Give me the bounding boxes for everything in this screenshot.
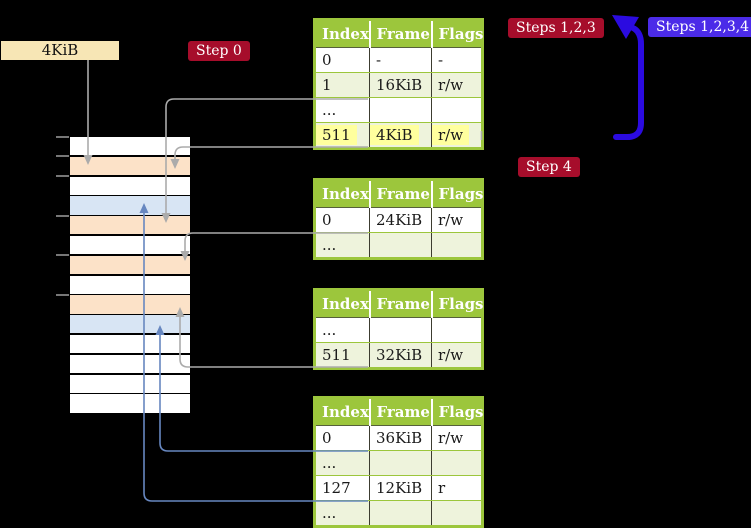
memory-row: [70, 216, 190, 235]
cell-flags: r/w: [431, 207, 483, 233]
cell-flags: r/w: [431, 425, 483, 451]
cell-frame: 4KiB: [369, 122, 432, 149]
memory-row: [70, 176, 190, 195]
col-header-index: Index: [314, 179, 371, 208]
table-row: 0 24KiB r/w: [314, 207, 483, 233]
cell-index: 511: [314, 342, 370, 369]
cell-flags: [431, 317, 483, 343]
badge-step-4: Step 4: [518, 157, 580, 177]
cell-flags: -: [431, 47, 483, 73]
cell-frame: [369, 97, 432, 123]
memory-row: [70, 275, 190, 294]
page-table-level3: Index Frame Flags 0 24KiB r/w ...: [313, 178, 484, 260]
axis-tick: [56, 214, 69, 217]
page-table-level1: Index Frame Flags 0 36KiB r/w ... 127 12…: [313, 396, 484, 528]
cell-frame: [369, 232, 432, 259]
cell-frame: [369, 317, 432, 343]
memory-row: [70, 236, 190, 255]
cell-frame: 32KiB: [369, 342, 432, 369]
badge-steps-123: Steps 1,2,3: [508, 18, 604, 38]
cell-index: ...: [314, 500, 370, 527]
cell-flags: r/w: [431, 122, 483, 149]
memory-row: [70, 335, 190, 354]
table-row: ...: [314, 232, 483, 259]
table-row: 127 12KiB r: [314, 475, 483, 501]
memory-row: [70, 315, 190, 334]
axis-tick: [56, 254, 69, 257]
badge-steps-1234: Steps 1,2,3,4: [648, 17, 751, 37]
cell-index: ...: [314, 450, 370, 476]
table-row-highlighted: 511 4KiB r/w: [314, 122, 483, 149]
col-header-index: Index: [314, 289, 371, 318]
memory-row: [70, 354, 190, 373]
arrow-l4entry511-to-frame: [170, 146, 368, 169]
cell-flags: [431, 232, 483, 259]
memory-row: [70, 255, 190, 274]
highlight: 4KiB: [370, 125, 419, 145]
page-table-level2: Index Frame Flags ... 511 32KiB r/w: [313, 288, 484, 370]
col-header-frame: Frame: [369, 179, 433, 208]
cell-index: 511: [314, 122, 370, 149]
cell-flags: [431, 500, 483, 527]
cell-flags: r/w: [431, 342, 483, 369]
cell-frame: 16KiB: [369, 72, 432, 98]
col-header-flags: Flags: [431, 19, 484, 48]
cell-index: 0: [314, 207, 370, 233]
cell-index: 1: [314, 72, 370, 98]
col-header-index: Index: [314, 19, 371, 48]
col-header-flags: Flags: [431, 179, 484, 208]
axis-tick: [56, 293, 69, 296]
col-header-frame: Frame: [369, 289, 433, 318]
table-row: 0 36KiB r/w: [314, 425, 483, 451]
memory-row: [70, 156, 190, 175]
highlight: r/w: [432, 125, 470, 145]
cell-flags: [431, 450, 483, 476]
badge-step-0: Step 0: [188, 41, 250, 61]
table-row: ...: [314, 317, 483, 343]
cell-index: ...: [314, 317, 370, 343]
table-row: 1 16KiB r/w: [314, 72, 483, 98]
memory-row: [70, 196, 190, 215]
cell-index: ...: [314, 97, 370, 123]
cell-frame: -: [369, 47, 432, 73]
col-header-index: Index: [314, 397, 371, 426]
frame-size-box: 4KiB: [1, 41, 119, 60]
table-row: ...: [314, 450, 483, 476]
cell-flags: r/w: [431, 72, 483, 98]
cell-flags: r: [431, 475, 483, 501]
memory-row: [70, 295, 190, 314]
table-row: ...: [314, 500, 483, 527]
page-table-level4: Index Frame Flags 0 - - 1 16KiB r/w ... …: [313, 18, 484, 150]
highlight: 511: [316, 125, 357, 145]
cell-frame: 24KiB: [369, 207, 432, 233]
cell-index: ...: [314, 232, 370, 259]
col-header-frame: Frame: [369, 19, 433, 48]
axis-tick: [56, 175, 69, 178]
table-row: ...: [314, 97, 483, 123]
memory-row: [70, 374, 190, 393]
col-header-flags: Flags: [431, 289, 484, 318]
cell-index: 127: [314, 475, 370, 501]
cell-index: 0: [314, 47, 370, 73]
table-row: 511 32KiB r/w: [314, 342, 483, 369]
recursive-loop-arrow: [612, 15, 644, 140]
table-row: 0 - -: [314, 47, 483, 73]
col-header-flags: Flags: [431, 397, 484, 426]
axis-tick: [56, 155, 69, 158]
cell-frame: 36KiB: [369, 425, 432, 451]
col-header-frame: Frame: [369, 397, 433, 426]
axis-tick: [56, 135, 69, 138]
memory-row: [70, 394, 190, 413]
cell-flags: [431, 97, 483, 123]
memory-row: [70, 137, 190, 156]
cell-frame: [369, 500, 432, 527]
cell-index: 0: [314, 425, 370, 451]
cell-frame: 12KiB: [369, 475, 432, 501]
cell-frame: [369, 450, 432, 476]
